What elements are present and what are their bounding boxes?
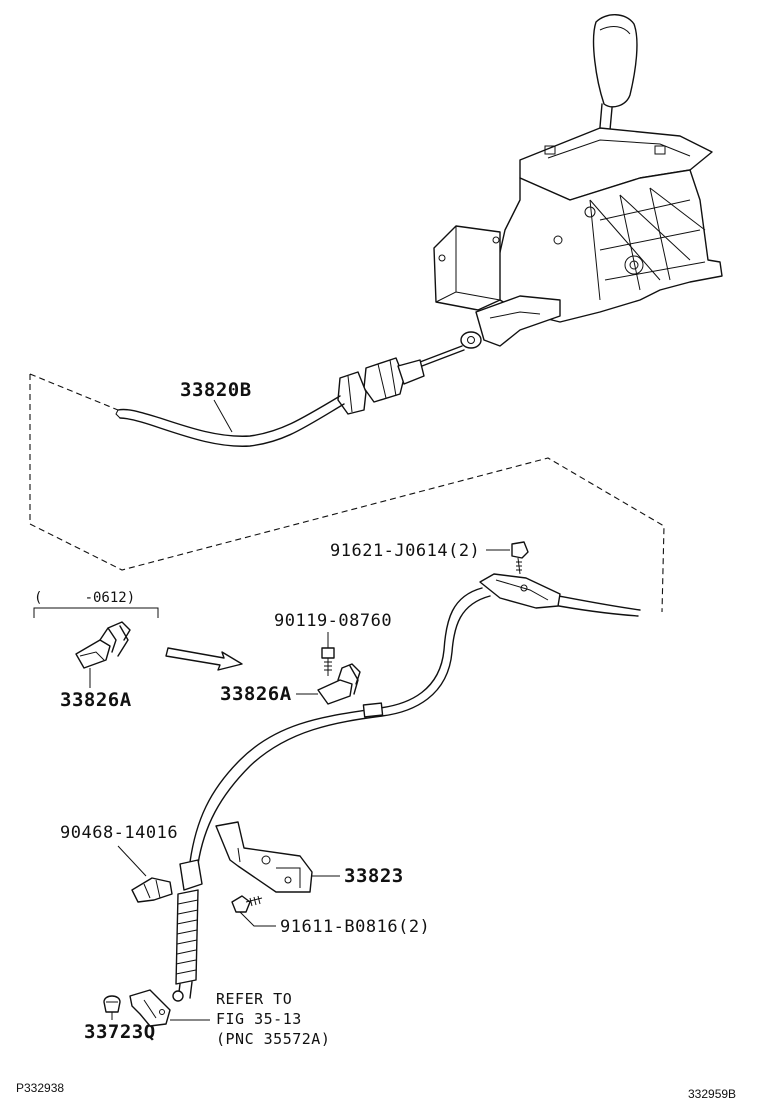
cable-lower-fitting (179, 859, 203, 891)
label-bracket: 33823 (344, 865, 404, 887)
label-clip-old: 33826A (60, 689, 132, 711)
footer-right-code: 332959B (688, 1087, 736, 1101)
cable-lower (172, 541, 641, 1002)
shift-knob (592, 14, 638, 108)
label-clip-new: 33826A (220, 683, 292, 705)
label-bolt-bracket: 91611-B0816(2) (280, 917, 430, 937)
refer-line-2: FIG 35-13 (216, 1010, 302, 1028)
label-clip-small: 90468-14016 (60, 823, 178, 843)
cable-upper-bracket (479, 573, 561, 609)
label-bolt-clip: 90119-08760 (274, 611, 392, 631)
grommet (103, 995, 121, 1013)
cable-adjuster (363, 357, 405, 403)
date-range-bracket (33, 607, 159, 618)
label-grommet: 33723Q (84, 1021, 156, 1043)
clip-old (75, 621, 131, 669)
label-date-range: ( -0612) (34, 590, 135, 606)
lower-link-plate (129, 989, 171, 1027)
footer-left-code: P332938 (16, 1081, 64, 1095)
cable-eyelet (460, 331, 482, 349)
bolt-bracket (231, 895, 263, 913)
clip-new (317, 647, 361, 705)
shift-lower-arm (475, 295, 561, 347)
cable-grommet (337, 371, 367, 415)
cable-upper (115, 331, 482, 447)
cable-continuation-dashes (29, 373, 665, 613)
refer-line-3: (PNC 35572A) (216, 1030, 330, 1048)
label-bolt-upper: 91621-J0614(2) (330, 541, 480, 561)
bracket (215, 821, 313, 893)
label-cable: 33820B (180, 379, 252, 401)
refer-line-1: REFER TO (216, 990, 292, 1008)
cable-sheath (117, 395, 341, 437)
replacement-arrow-icon (165, 647, 243, 671)
clip-small (131, 877, 173, 903)
bolt-upper (511, 541, 529, 559)
shift-lock-box (433, 225, 501, 311)
shift-lever-assembly (433, 14, 723, 347)
